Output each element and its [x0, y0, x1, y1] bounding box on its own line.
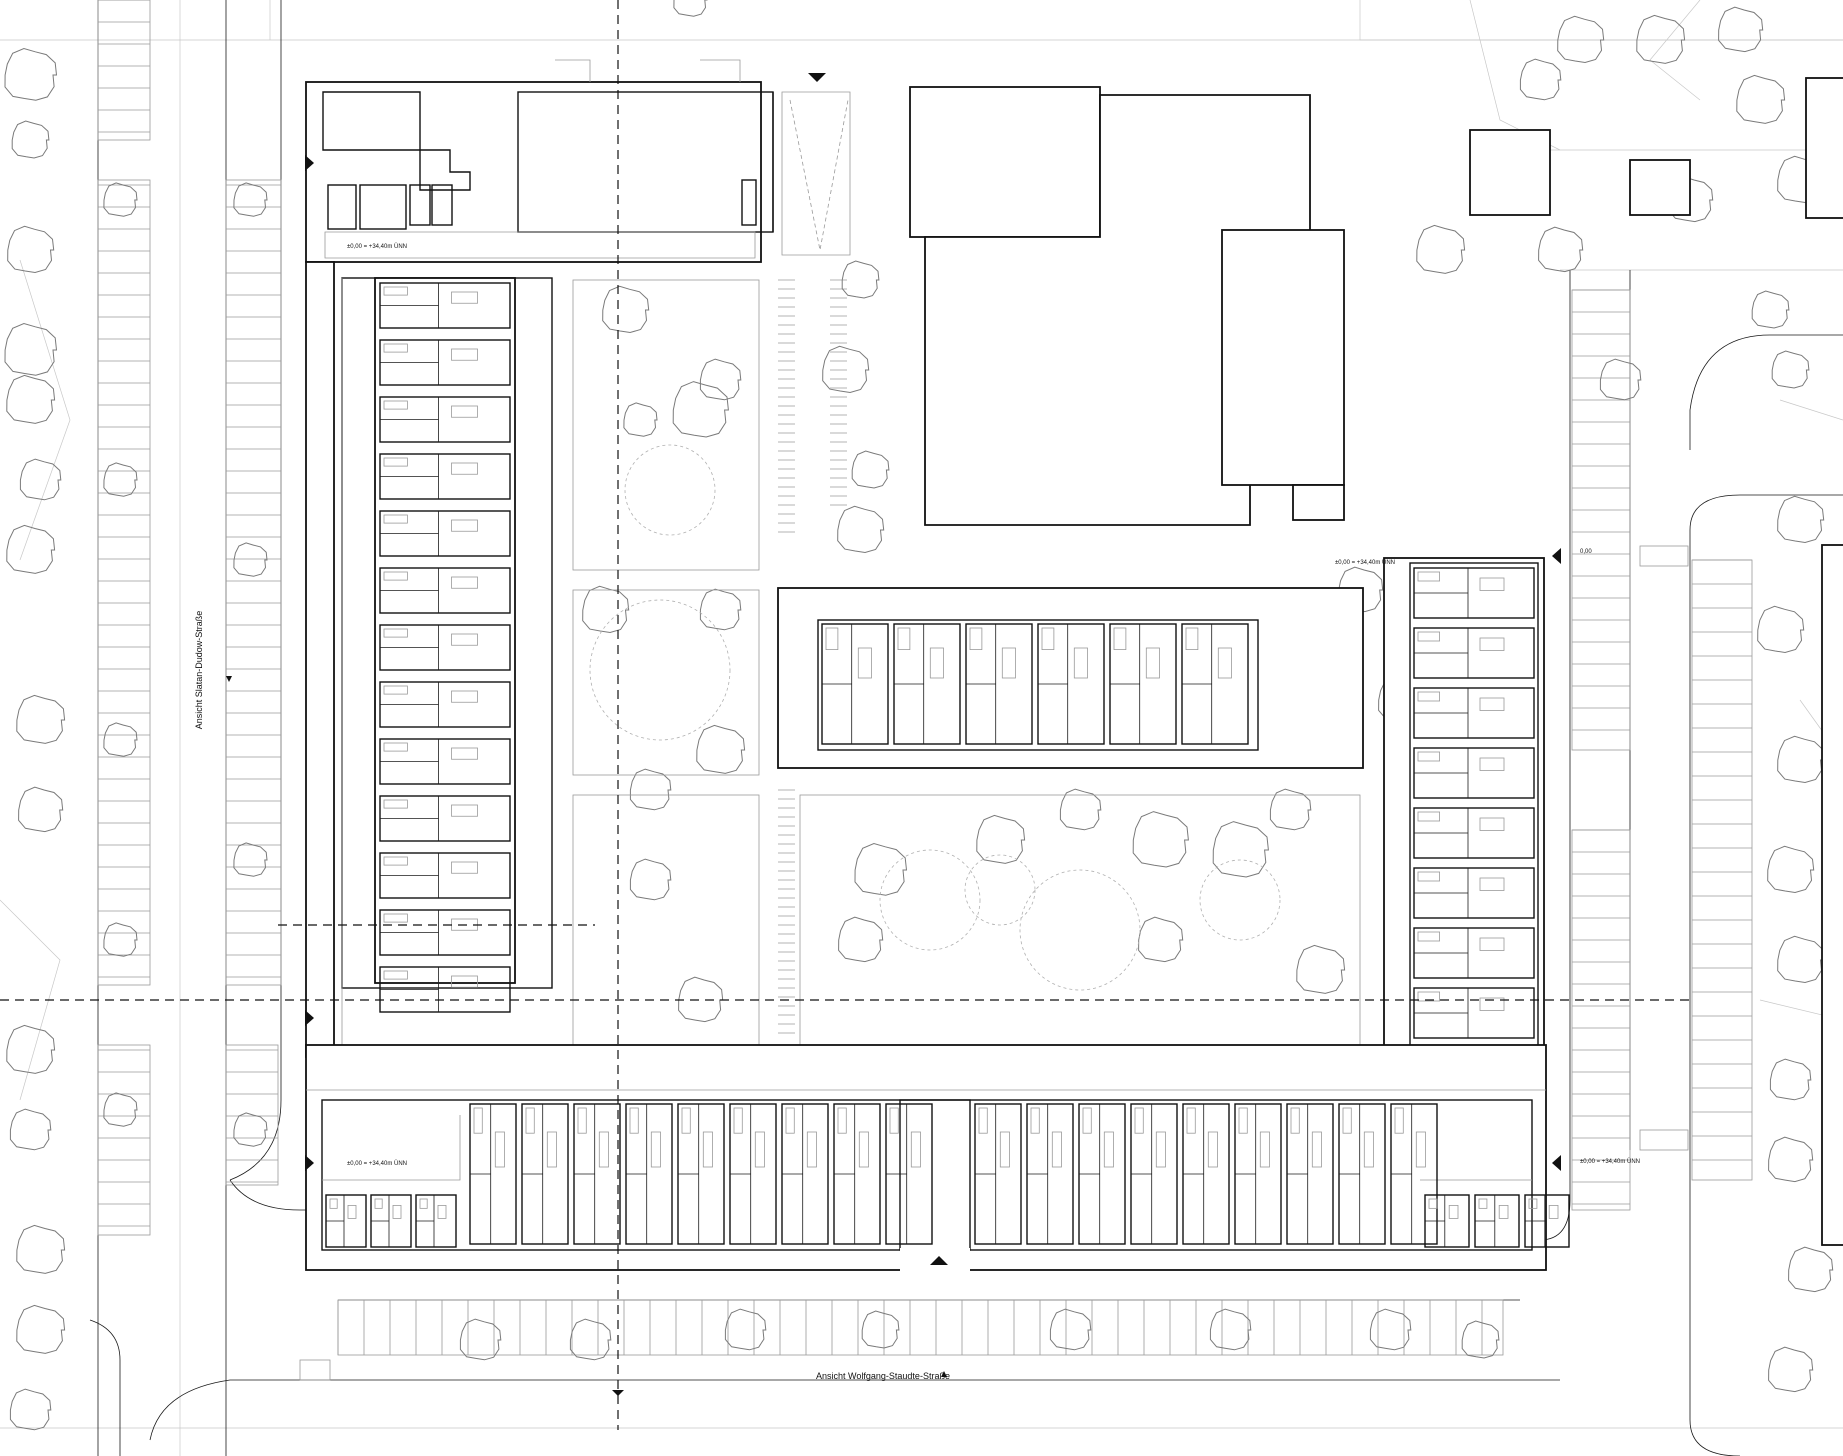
tree-icon: [11, 120, 50, 159]
tree-icon: [851, 450, 890, 489]
tree-icon: [1461, 1320, 1500, 1359]
tree-icon: [838, 916, 884, 963]
tree-icon: [233, 842, 268, 877]
tree-icon: [1769, 1058, 1812, 1101]
tree-icon: [822, 345, 870, 394]
tree-icon: [459, 1318, 502, 1361]
building-block: [305, 59, 1547, 1272]
tree-icon: [6, 1024, 56, 1074]
tree-icon: [1736, 74, 1786, 124]
tree-icon: [103, 922, 138, 957]
section-arrow-icon: [305, 1010, 314, 1026]
tree-icon: [1538, 226, 1584, 273]
tree-icon: [861, 1310, 900, 1349]
tree-icon: [1751, 290, 1790, 329]
tree-icon: [1059, 788, 1102, 831]
tree-icon: [672, 381, 729, 438]
tree-icon: [7, 225, 55, 274]
tree-icon: [569, 1318, 612, 1361]
tree-icon: [103, 182, 138, 217]
tree-icon: [1138, 916, 1184, 963]
drawing-labels: Ansicht Slatan-Dudow-Straße Ansicht Wolf…: [194, 243, 1640, 1381]
section-arrow-icon: [305, 155, 314, 171]
tree-icon: [103, 462, 138, 497]
tree-icon: [1338, 566, 1384, 613]
section-arrow-icon: [808, 73, 826, 82]
section-arrow-icon: [930, 1256, 948, 1265]
tree-icon: [837, 505, 885, 554]
tree-icon: [9, 1108, 52, 1151]
tree-icon: [1767, 845, 1815, 894]
section-arrow-icon: [305, 1155, 314, 1171]
tree-icon: [1049, 1308, 1092, 1351]
tree-icon: [841, 260, 880, 299]
tree-icon: [16, 694, 66, 744]
tree-icon: [19, 458, 62, 501]
tree-icon: [699, 358, 742, 401]
level-label-southeast: ±0,00 = +34,40m ÜNN: [1580, 1158, 1640, 1165]
tree-icon: [103, 1092, 138, 1127]
tree-icon: [602, 285, 650, 334]
tree-icon: [1636, 14, 1686, 64]
tree-icon: [854, 842, 908, 896]
tree-icon: [6, 524, 56, 574]
tree-icon: [1212, 821, 1269, 878]
tree-icon: [673, 0, 708, 17]
tree-icon: [16, 1304, 66, 1354]
tree-icon: [1757, 605, 1805, 654]
tree-icon: [1777, 935, 1825, 984]
tree-icon: [6, 374, 56, 424]
tree-icon: [696, 724, 746, 774]
tree-icon: [1768, 1136, 1814, 1183]
parking-stalls: [98, 0, 1752, 1355]
tree-icon: [233, 182, 268, 217]
elevation-label-west: Ansicht Slatan-Dudow-Straße: [194, 611, 204, 730]
tree-icon: [976, 814, 1026, 864]
tree-icon: [582, 585, 630, 634]
tree-icon: [623, 402, 658, 437]
tree-icon: [233, 1112, 268, 1147]
tree-icon: [1771, 350, 1810, 389]
tree-icon: [16, 1224, 66, 1274]
tree-icon: [1519, 58, 1562, 101]
level-label-southwest: ±0,00 = +34,40m ÜNN: [347, 1160, 407, 1167]
tree-icon: [629, 858, 672, 901]
tree-icon: [724, 1308, 767, 1351]
tree-icon: [1132, 811, 1189, 868]
tree-icon: [1557, 15, 1605, 64]
tree-icon: [1718, 6, 1764, 53]
tree-icon: [1369, 1308, 1412, 1351]
tree-icon: [1777, 495, 1825, 544]
tree-icon: [678, 976, 724, 1023]
level-label-east: ±0,00 = +34,40m ÜNN: [1335, 559, 1395, 566]
tree-icon: [4, 47, 58, 101]
tree-icon: [1768, 1346, 1814, 1393]
section-lines: [0, 0, 1690, 1430]
tree-icon: [18, 786, 64, 833]
tree-icon: [4, 322, 58, 376]
apartment-units: [325, 282, 1570, 1248]
tree-icon: [1599, 358, 1642, 401]
section-arrow-icon: [1552, 548, 1561, 564]
tree-icon: [1788, 1246, 1834, 1293]
tree-icon: [233, 542, 268, 577]
level-label-north: ±0,00 = +34,40m ÜNN: [347, 243, 407, 250]
section-arrow-icon: [1552, 1155, 1561, 1171]
entrance-arrows: [226, 73, 1561, 1396]
tree-icon: [1416, 224, 1466, 274]
tree-icon: [629, 768, 672, 811]
tree-icon: [1296, 944, 1346, 994]
level-marker-east: 0,00: [1580, 549, 1592, 555]
tree-icon: [1269, 788, 1312, 831]
tree-icon: [1777, 735, 1825, 784]
neighbour-buildings: [909, 77, 1843, 1246]
tree-icon: [9, 1388, 52, 1431]
elevation-label-south: Ansicht Wolfgang-Staudte-Straße: [816, 1371, 950, 1381]
tree-icon: [1209, 1308, 1252, 1351]
tree-icon: [699, 588, 742, 631]
tree-icon: [103, 722, 138, 757]
